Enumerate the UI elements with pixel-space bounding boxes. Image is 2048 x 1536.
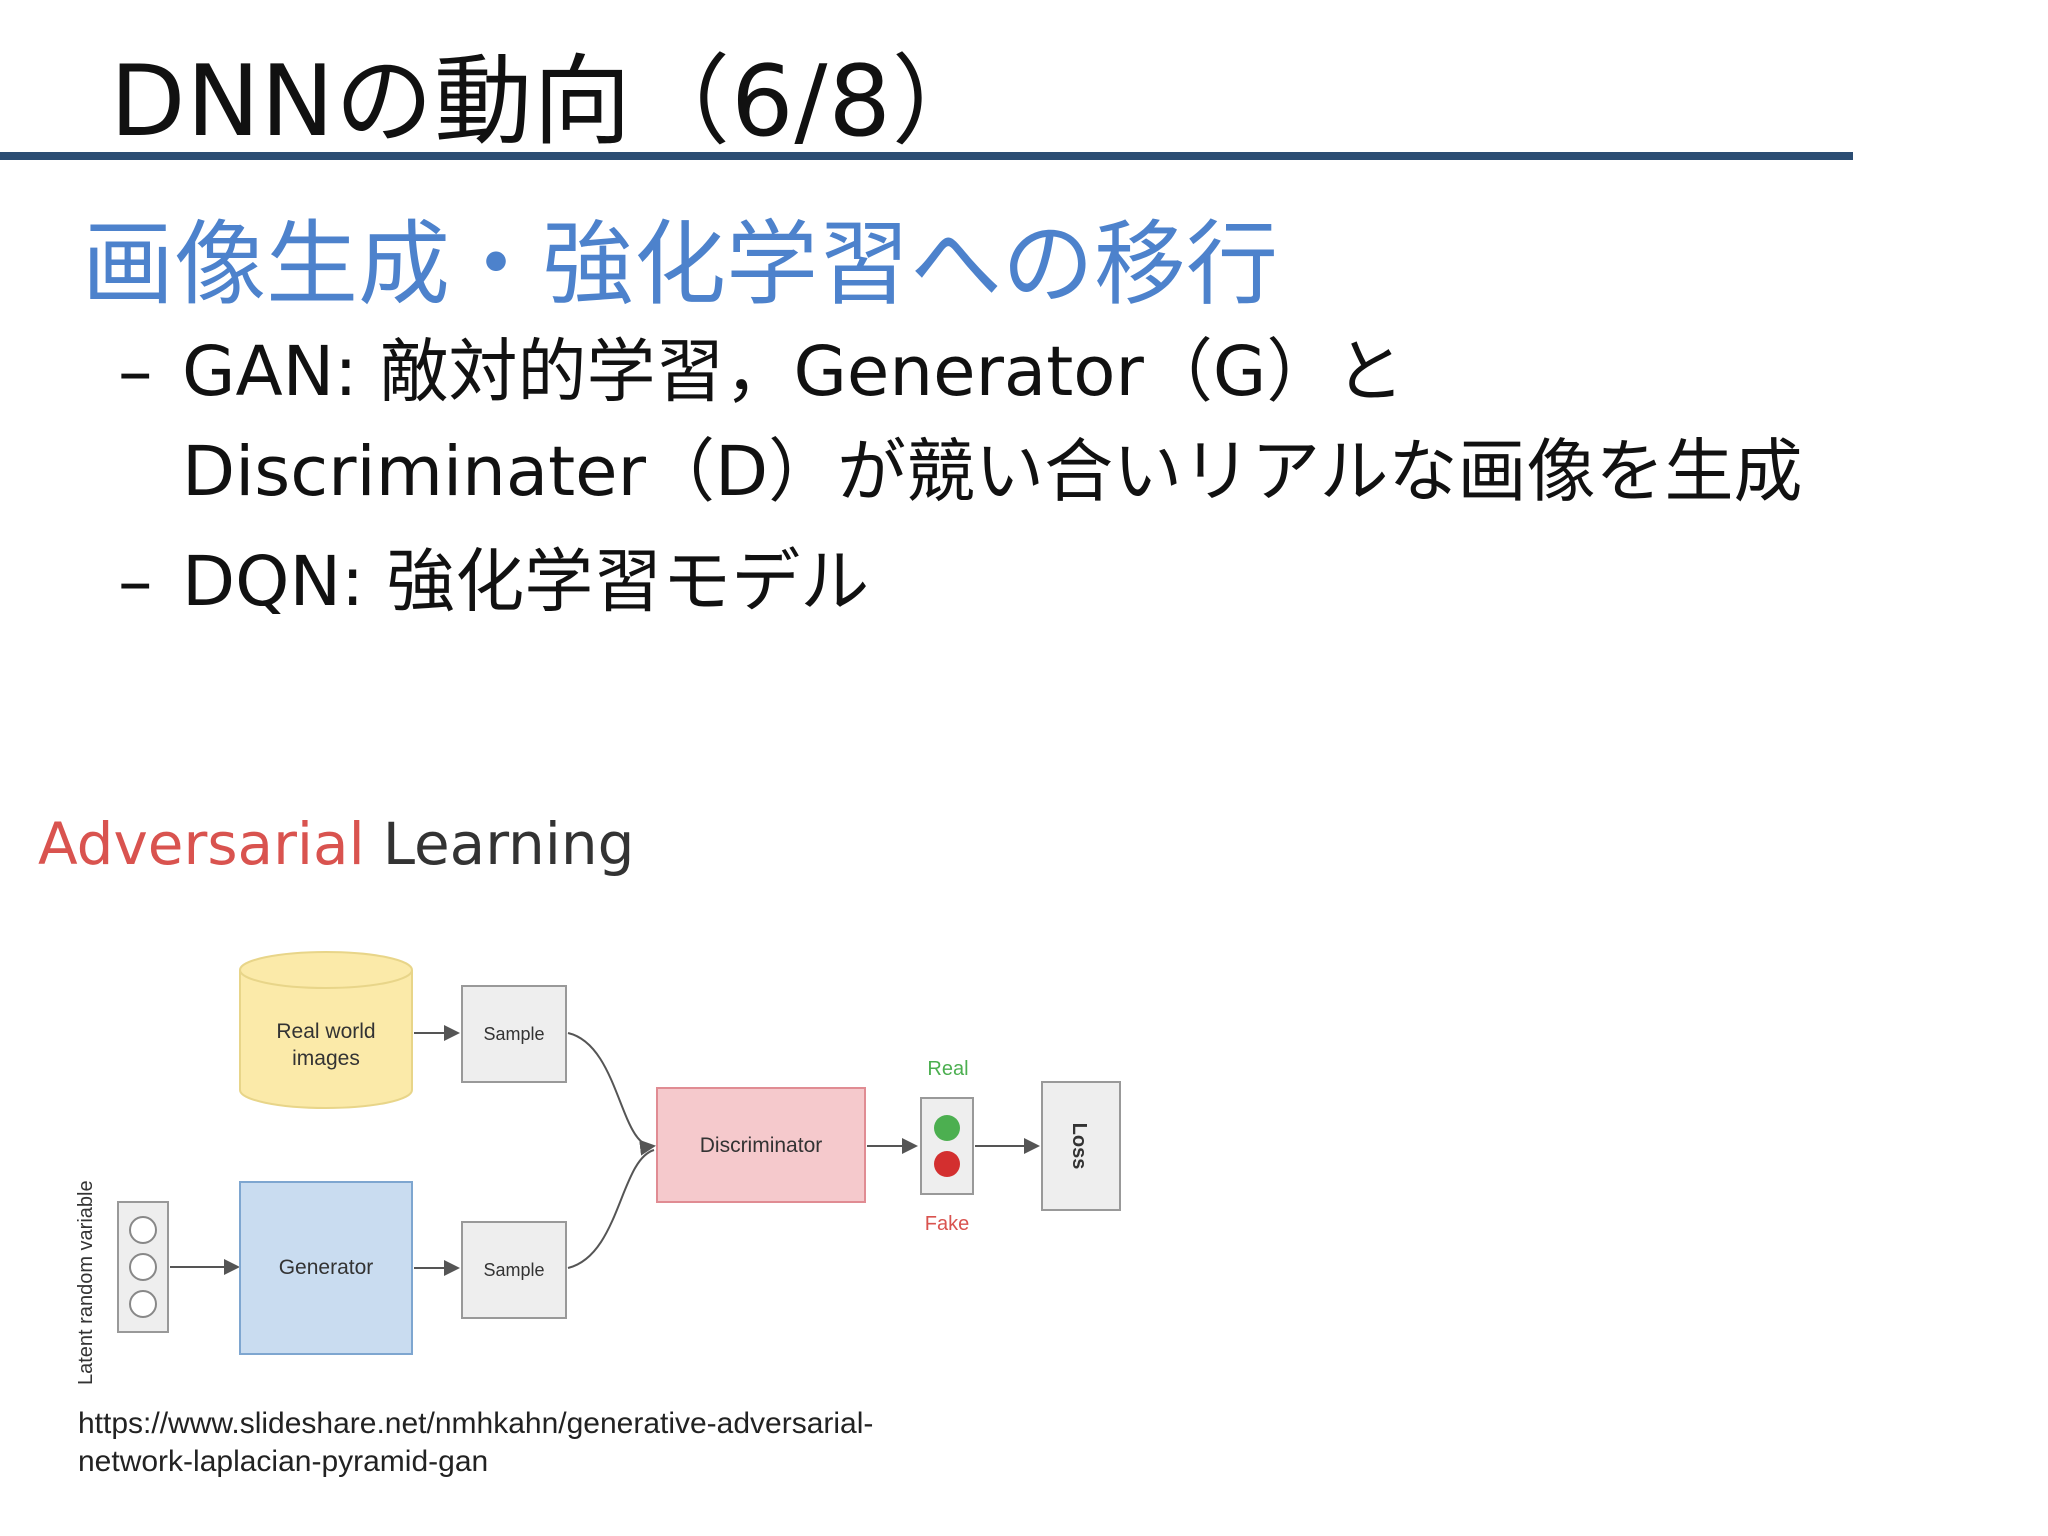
latent-variable-label: Latent random variable [75, 1180, 97, 1385]
bullet-dqn-line1: DQN: 強化学習モデル [182, 542, 870, 622]
figure-title-learning: Learning [382, 810, 635, 878]
sample-box-bottom [461, 1221, 567, 1319]
real-world-images-node: Real world images [239, 951, 413, 1109]
latent-node-icon [129, 1290, 157, 1318]
sample-bottom-label: Sample [483, 1260, 544, 1280]
source-url-line2: network-laplacian-pyramid-gan [78, 1445, 489, 1478]
sample-box-top [461, 985, 567, 1083]
real-fake-indicator [920, 1097, 974, 1195]
slide-subtitle: 画像生成・強化学習への移行 [82, 211, 1279, 318]
generator-node [239, 1181, 413, 1355]
discriminator-node [656, 1087, 866, 1203]
fake-label: Fake [925, 1213, 969, 1235]
latent-node-icon [129, 1216, 157, 1244]
bullet-gan: –GAN: 敵対的学習，Generator（G）と Discriminater（… [118, 322, 1802, 522]
bullet-dash: – [118, 332, 153, 412]
sample-top-label: Sample [483, 1024, 544, 1044]
real-indicator-icon [934, 1115, 960, 1141]
title-divider [0, 152, 1853, 160]
loss-node [1041, 1081, 1121, 1211]
latent-node-icon [129, 1253, 157, 1281]
fake-indicator-icon [934, 1151, 960, 1177]
source-url: https://www.slideshare.net/nmhkahn/gener… [78, 1405, 873, 1481]
real-world-label-1: Real world [276, 1020, 375, 1043]
generator-label: Generator [279, 1256, 374, 1279]
slide-title: DNNの動向（6/8） [110, 45, 991, 159]
discriminator-label: Discriminator [700, 1134, 823, 1157]
bullet-gan-line2: Discriminater（D）が競い合いリアルな画像を生成 [182, 432, 1803, 512]
bullet-gan-line1: GAN: 敵対的学習，Generator（G）と [182, 332, 1405, 412]
source-url-line1: https://www.slideshare.net/nmhkahn/gener… [78, 1407, 874, 1440]
real-world-label-2: images [292, 1047, 360, 1070]
loss-label: Loss [1068, 1123, 1090, 1170]
bullet-dqn: –DQN: 強化学習モデル [118, 532, 869, 632]
real-label: Real [927, 1058, 968, 1080]
gan-diagram: Latent random variable Real world images… [75, 951, 1121, 1385]
bullet-dash: – [118, 542, 153, 622]
figure-title-adversarial: Adversarial [38, 810, 365, 878]
